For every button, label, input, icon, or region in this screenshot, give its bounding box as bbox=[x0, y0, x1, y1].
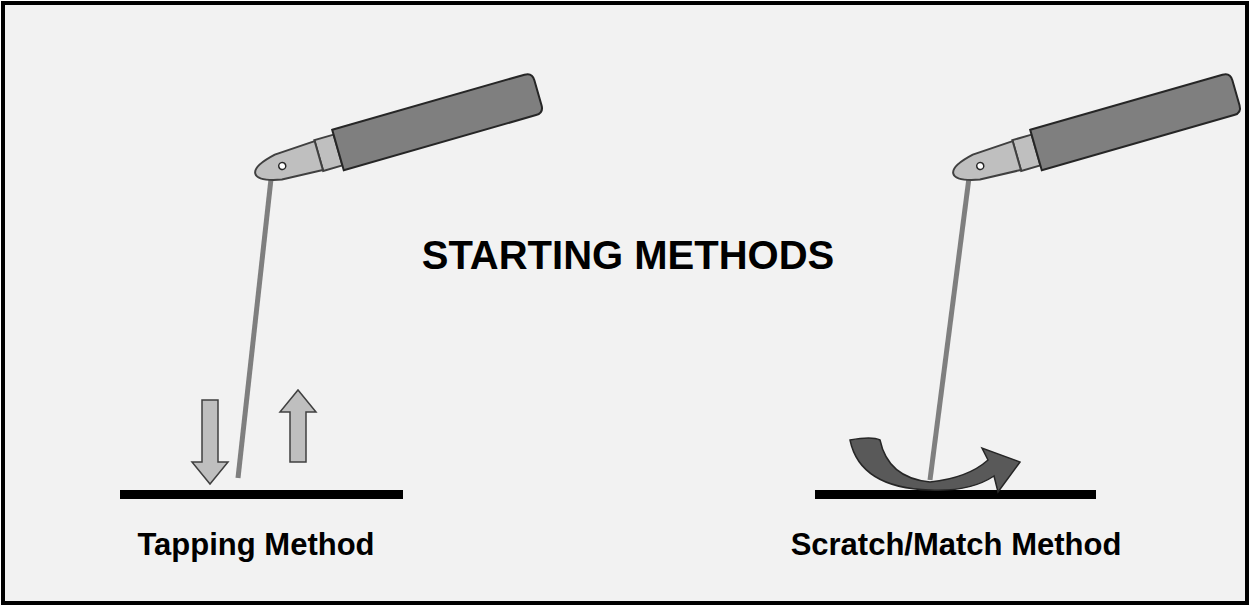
electrode bbox=[930, 170, 970, 480]
electrode-holder bbox=[250, 72, 544, 193]
method-label: Scratch/Match Method bbox=[791, 527, 1122, 563]
up-arrow bbox=[280, 390, 316, 462]
workpiece bbox=[120, 490, 403, 499]
workpiece bbox=[815, 490, 1096, 499]
method-label: Tapping Method bbox=[137, 527, 374, 563]
electrode bbox=[238, 170, 272, 478]
electrode-holder bbox=[948, 72, 1242, 193]
down-arrow bbox=[192, 400, 228, 484]
diagram-title: STARTING METHODS bbox=[422, 233, 835, 278]
frame bbox=[3, 3, 1247, 603]
scratch-arrow bbox=[850, 438, 1020, 492]
